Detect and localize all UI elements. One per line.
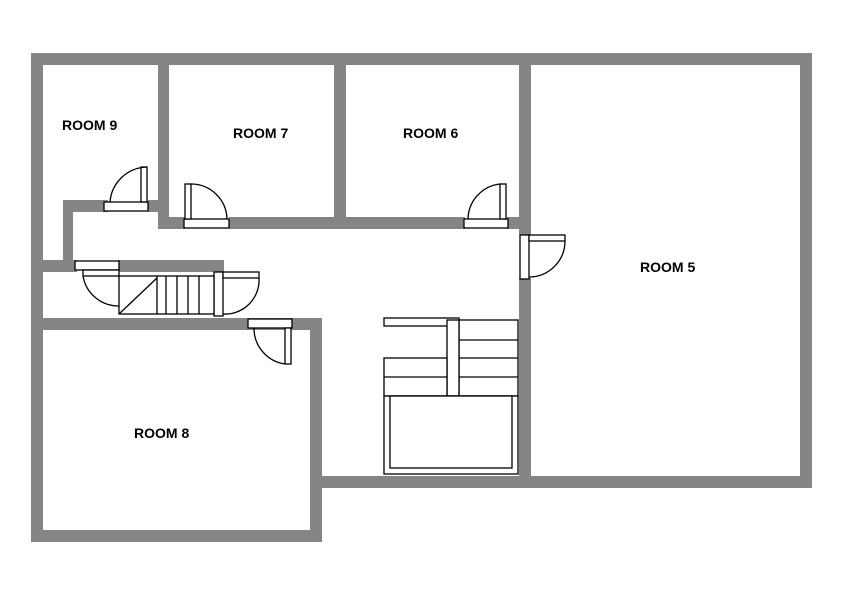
room-labels: ROOM 9 ROOM 7 ROOM 6 ROOM 5 ROOM 8 — [62, 117, 695, 441]
door-stair-corridor-right[interactable] — [213, 271, 260, 317]
room-5-left-wall — [519, 278, 531, 488]
room-6-5-divider — [519, 53, 531, 235]
doors — [74, 166, 566, 365]
corridor-top-wall — [158, 217, 185, 229]
door-room-8[interactable] — [247, 318, 293, 365]
corridor-wall-stub — [63, 200, 73, 272]
room-9-bottom-wall-stub — [148, 200, 162, 212]
outer-wall-bottom-left — [31, 530, 322, 542]
room-9-right-wall — [158, 53, 169, 228]
walls — [31, 53, 812, 542]
room-7-6-divider — [334, 53, 346, 228]
outer-wall-bottom-right — [310, 476, 812, 488]
stair-corridor-top-wall-2 — [118, 260, 224, 272]
room-5-label: ROOM 5 — [640, 259, 695, 275]
outer-wall-right — [800, 53, 812, 488]
small-staircase — [118, 275, 215, 315]
door-room-6[interactable] — [463, 183, 509, 229]
room-6-label: ROOM 6 — [403, 125, 458, 141]
door-room-7[interactable] — [183, 183, 230, 229]
main-staircase — [383, 317, 519, 475]
door-stair-corridor-left[interactable] — [74, 260, 120, 307]
outer-wall-left — [31, 53, 43, 542]
corridor-top-wall-2 — [229, 217, 465, 229]
door-room-9[interactable] — [103, 166, 149, 212]
stair-corridor-top-wall — [31, 260, 77, 272]
room-8-right-wall — [310, 318, 322, 542]
room-9-bottom-wall — [63, 200, 108, 212]
outer-wall-top — [31, 53, 812, 65]
door-room-5[interactable] — [519, 234, 566, 280]
room-8-label: ROOM 8 — [134, 425, 189, 441]
room-9-label: ROOM 9 — [62, 117, 117, 133]
room-7-label: ROOM 7 — [233, 125, 288, 141]
